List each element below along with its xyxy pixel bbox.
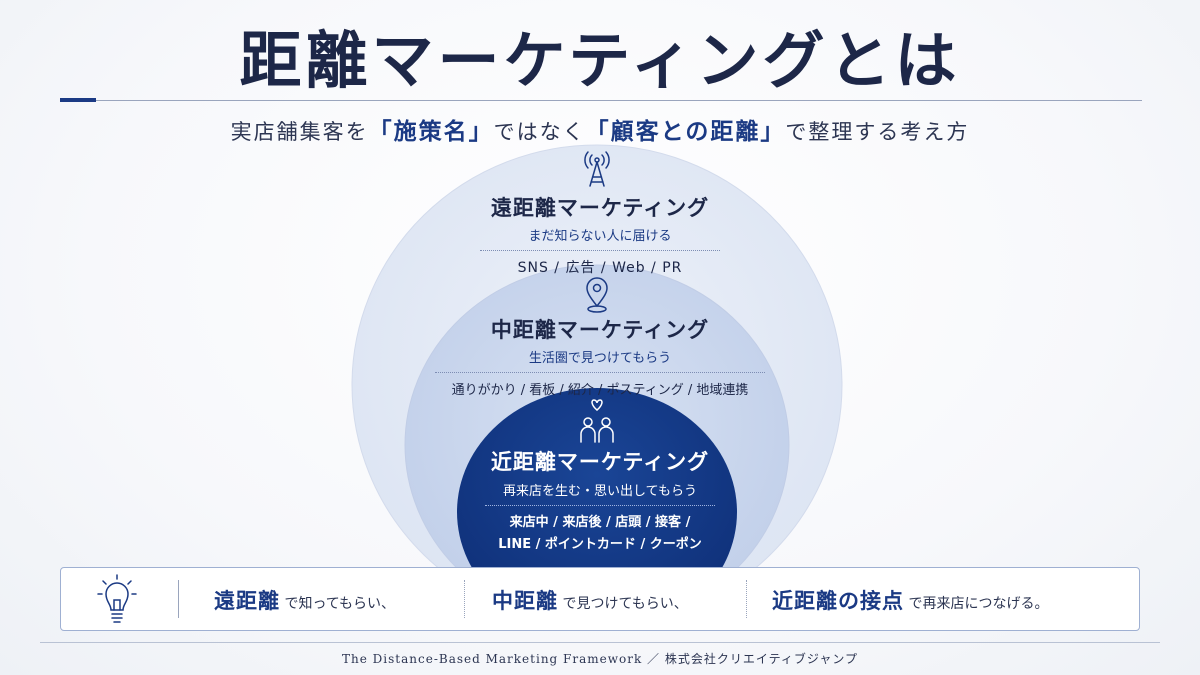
mid-zone-divider bbox=[435, 372, 765, 373]
footer-divider bbox=[40, 642, 1160, 643]
near-zone-label: 近距離マーケティング 再来店を生む・思い出してもらう 来店中 / 来店後 / 店… bbox=[470, 446, 730, 556]
summary-emphasis-far: 遠距離 bbox=[214, 588, 280, 613]
mid-zone-description: 生活圏で見つけてもらう bbox=[528, 351, 672, 366]
near-zone-divider bbox=[485, 505, 715, 506]
summary-separator bbox=[178, 580, 179, 618]
near-zone-circle bbox=[457, 388, 737, 567]
summary-part-mid: 中距離 で見つけてもらい、 bbox=[492, 585, 688, 615]
people-heart-icon bbox=[580, 399, 614, 443]
page-subtitle: 実店舗集客を「施策名」ではなく「顧客との距離」で整理する考え方 bbox=[0, 112, 1200, 146]
subtitle-part: ではなく bbox=[493, 120, 586, 144]
subtitle-emphasis: 「顧客との距離」 bbox=[585, 118, 786, 145]
far-zone-title: 遠距離マーケティング bbox=[490, 195, 710, 220]
far-zone-label: 遠距離マーケティング まだ知らない人に届ける SNS / 広告 / Web / … bbox=[470, 192, 730, 277]
antenna-icon bbox=[584, 151, 610, 187]
subtitle-part: で整理する考え方 bbox=[785, 120, 970, 144]
near-zone-channels-line1: 来店中 / 来店後 / 店頭 / 接客 / bbox=[509, 515, 691, 530]
summary-text-near: で再来店につなげる。 bbox=[908, 596, 1049, 612]
subtitle-emphasis: 「施策名」 bbox=[368, 118, 494, 145]
map-pin-icon bbox=[586, 277, 608, 313]
summary-box bbox=[60, 567, 1140, 631]
summary-text-far: で知ってもらい、 bbox=[284, 596, 396, 612]
summary-emphasis-mid: 中距離 bbox=[492, 588, 558, 613]
near-zone-channels-line2: LINE / ポイントカード / クーポン bbox=[498, 537, 702, 552]
mid-zone-title: 中距離マーケティング bbox=[490, 317, 710, 342]
mid-zone-label: 中距離マーケティング 生活圏で見つけてもらう 通りがかり / 看板 / 紹介 /… bbox=[430, 314, 770, 398]
far-zone-description: まだ知らない人に届ける bbox=[528, 229, 672, 244]
far-zone-channels: SNS / 広告 / Web / PR bbox=[517, 260, 683, 276]
near-zone-description: 再来店を生む・思い出してもらう bbox=[503, 484, 697, 499]
mid-zone-channels: 通りがかり / 看板 / 紹介 / ポスティング / 地域連携 bbox=[451, 383, 749, 398]
far-zone-divider bbox=[480, 250, 720, 251]
title-accent-bar bbox=[60, 98, 96, 102]
summary-part-near: 近距離の接点 で再来店につなげる。 bbox=[772, 585, 1048, 615]
summary-part-far: 遠距離 で知ってもらい、 bbox=[214, 585, 395, 615]
summary-emphasis-near: 近距離の接点 bbox=[772, 588, 904, 613]
title-divider bbox=[60, 100, 1142, 101]
footer-credit: The Distance-Based Marketing Framework ／… bbox=[342, 652, 858, 666]
near-zone-title: 近距離マーケティング bbox=[490, 449, 710, 474]
lightbulb-icon bbox=[97, 574, 137, 623]
summary-text-mid: で見つけてもらい、 bbox=[562, 596, 688, 612]
page-title: 距離マーケティングとは bbox=[239, 24, 961, 97]
summary-separator bbox=[746, 580, 747, 618]
subtitle-part: 実店舗集客を bbox=[230, 120, 369, 144]
summary-separator bbox=[464, 580, 465, 618]
